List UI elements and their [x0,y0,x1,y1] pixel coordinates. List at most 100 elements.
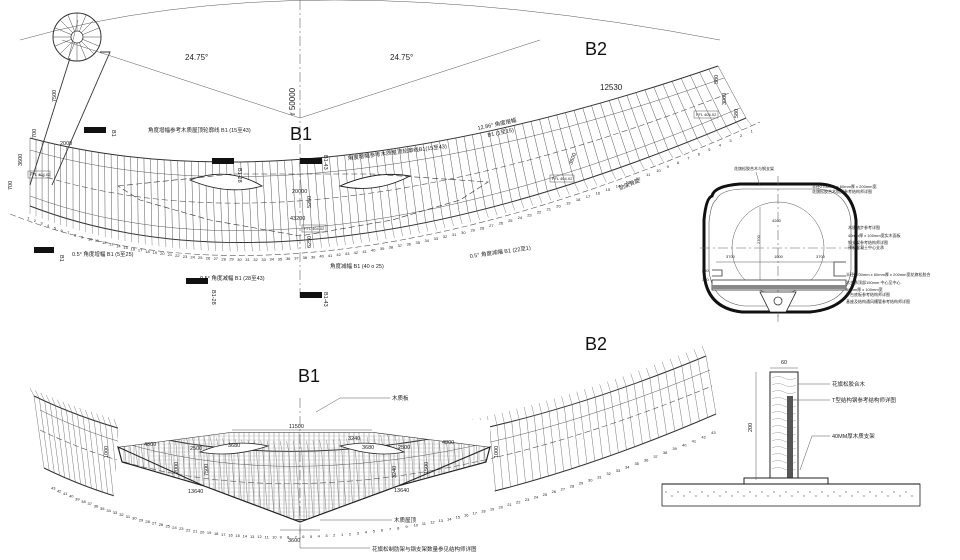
top-rib-line [137,157,139,235]
top-rib-line [407,146,418,225]
bottom-rib-tick [516,408,520,420]
top-rib-line [671,81,698,139]
section-dim-2700: 2700 [756,234,761,244]
bottom-rib-line [681,365,692,425]
top-rib-line [177,160,180,240]
base-aggregate-dot [785,491,787,493]
base-aggregate-dot [905,491,907,493]
rib-number-bottom: 11 [422,521,427,526]
section-dim-4200: 4200 [772,218,782,223]
bottom-rib-tick [279,440,283,452]
top-rib-line [329,156,337,237]
rib-number-bottom: 39 [672,446,677,451]
radial-line-left [61,39,301,119]
dim-3680: 3680 [228,443,240,449]
rib-number-bottom: 10 [272,535,277,540]
rib-number-bottom: 35 [634,461,639,466]
top-rib-line [617,97,640,161]
base-aggregate-dot [803,495,805,497]
rib-number-top: 25 [508,218,513,223]
top-rib-tick [726,126,733,135]
spiral-tread [54,39,72,47]
top-rib-line [150,158,153,237]
rib-number-bottom: 21 [193,528,198,533]
rib-number-top: 27 [489,223,494,228]
bottom-rib-tick [209,436,213,447]
note-bot-right: 0.5° 角度减幅 B1 (22至1) [469,243,531,260]
bottom-rib-tick [561,396,565,407]
note-mid-top: 角度增幅参考木质屋顶轮廓线B1(15至43) [347,142,447,162]
top-rib-tick [408,225,412,235]
top-rib-tick [335,236,338,246]
top-rib-tick [236,242,238,252]
rib-number-bottom: 4 [365,530,368,535]
zone-label-b1: B1 [290,124,312,144]
top-rib-tick [312,239,314,249]
bottom-rib-line [564,406,572,469]
top-rib-tick [229,242,231,252]
top-band-centerline [29,91,733,204]
rib-number-bottom: 8 [397,525,400,530]
base-aggregate-dot [719,495,721,497]
rib-number-bottom: 9 [405,524,408,529]
detail-label-3: 40MM厚木质支架 [832,432,875,440]
bottom-rib-tick [677,355,682,366]
base-aggregate-dot [731,495,733,497]
rib-number-top: 8 [74,232,77,237]
bottom-rib-line [649,378,659,438]
rib-number-top: 30 [461,230,466,235]
note-bot-mid: 0.5° 角度减幅 B1 (28至43) [200,274,265,282]
top-rib-line [247,161,252,243]
top-rib-tick [745,117,753,127]
base-aggregate-dot [701,491,703,493]
top-rib-tick [716,130,723,139]
rib-number-top: 4 [719,142,722,147]
base-aggregate-dot [893,491,895,493]
top-rib-tick [200,241,202,251]
top-rib-tick [547,191,552,201]
rib-number-bottom: 7 [389,527,392,532]
detail-base-hatch [665,491,913,497]
top-rib-line [157,159,159,238]
rib-number-bottom: 40 [69,494,74,499]
top-band-curve [29,65,719,163]
section-marker-b1 [84,127,106,133]
top-plan: B1 B2 24.75° 24.75° r 50000 12530 580 30… [8,0,740,307]
section-dim-250: 250 [702,268,709,273]
bottom-rib-line [673,368,684,428]
top-rib-tick [706,134,713,143]
top-rib-line [415,145,426,223]
top-rib-tick [592,176,598,186]
bottom-rib-line [549,411,557,474]
section-note-7b: 平台底板参考结构师详图 [846,291,890,297]
bottom-rib-line [633,383,643,444]
spiral-stair-treads [53,13,101,61]
base-aggregate-dot [875,495,877,497]
top-rib-tick [327,237,330,247]
bottom-rib-tick [701,345,707,357]
rib-number-bottom: 14 [447,516,452,521]
rib-number-top: 32 [443,234,448,239]
leader-board [315,397,390,413]
rib-number-bottom: 12 [257,534,262,539]
note-bot-left: 0.5° 角度增幅 B1 (5至25) [72,250,134,258]
rib-number-bottom: 22 [516,500,521,505]
rib-number-bottom: 26 [552,489,557,494]
bottom-rib-tick [531,404,535,416]
rib-number-bottom: 26 [159,522,164,527]
top-rib-tick [529,196,534,206]
bottom-rib-line [275,451,282,520]
top-rib-tick [511,201,516,211]
rib-number-bottom: 28 [570,484,575,489]
rib-number-bottom: 37 [88,501,93,506]
rib-number-bottom: 5 [310,534,313,539]
base-aggregate-dot [761,491,763,493]
base-aggregate-dot [839,495,841,497]
rib-number-top: 6 [60,228,63,233]
section-dim-370: 370 [702,277,709,282]
bottom-rib-line [579,402,588,464]
section-step-right [833,261,846,277]
section-marker-b1-28b [186,278,208,284]
bottom-rib-line [94,420,103,493]
rib-number-bottom: 32 [606,471,611,476]
